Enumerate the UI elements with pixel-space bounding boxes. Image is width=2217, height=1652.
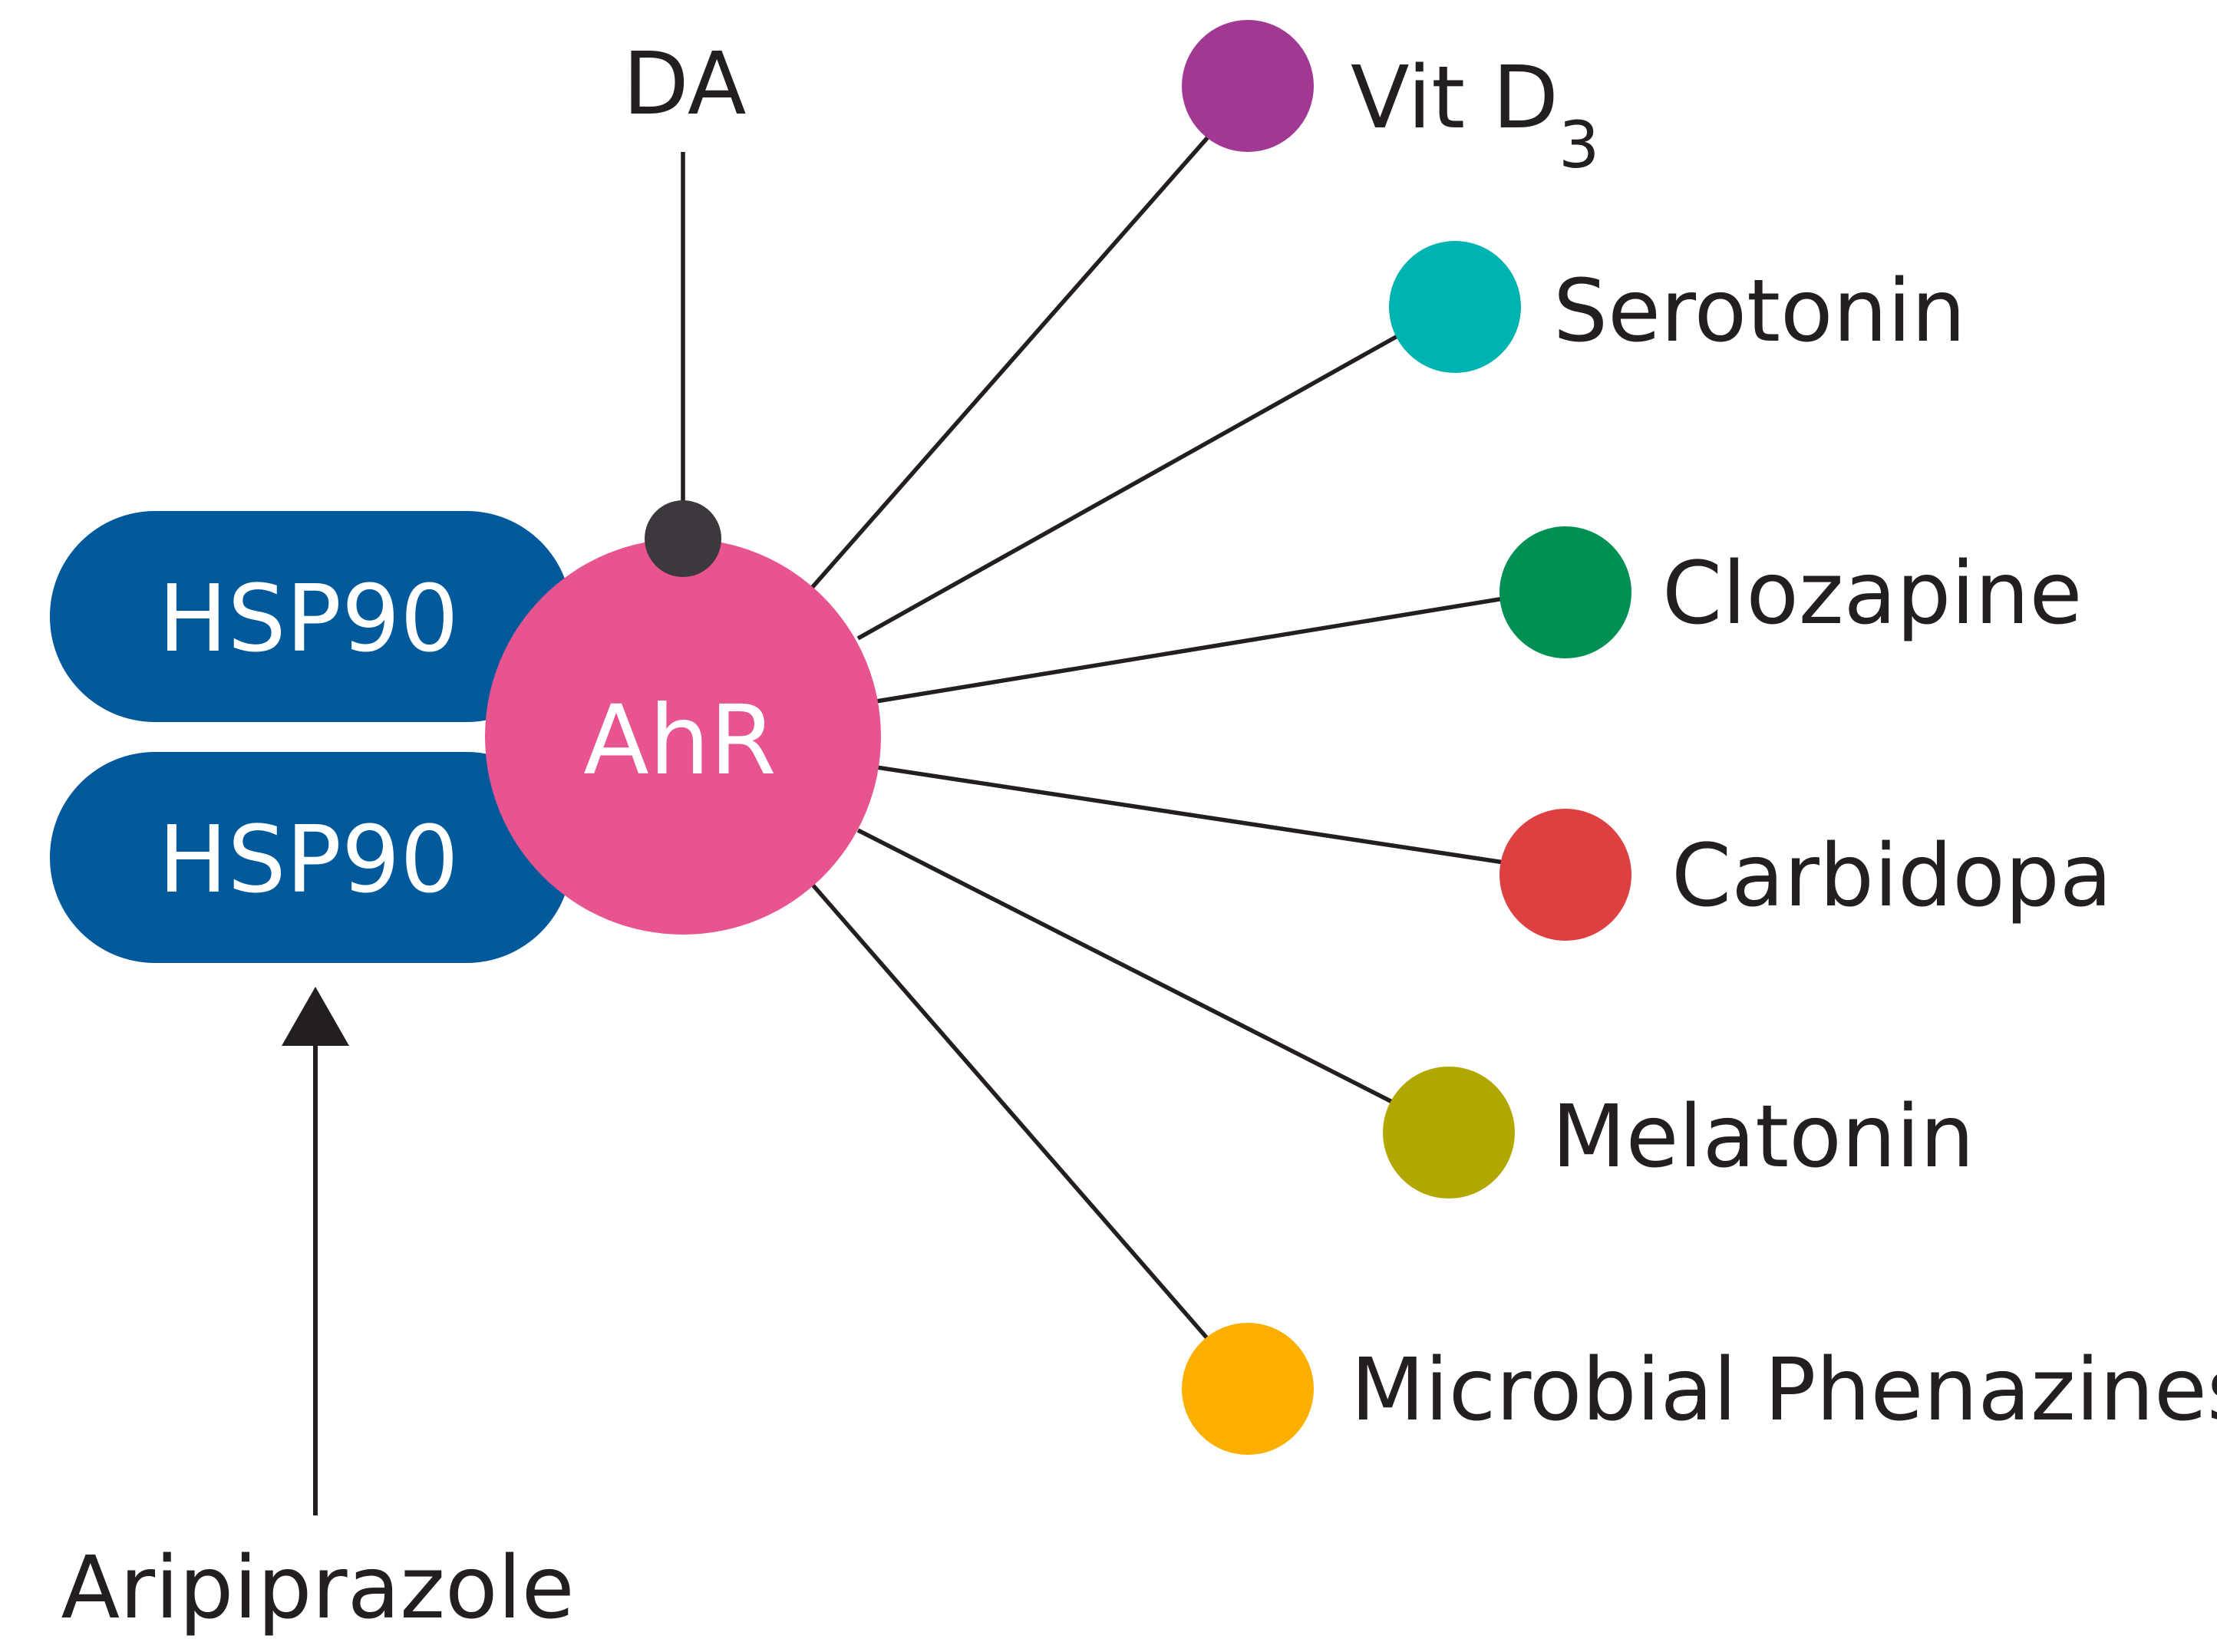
ahr-label: AhR: [583, 685, 777, 796]
ligand-dot-melatonin: [1383, 1067, 1515, 1199]
ligand-label-vitd3-main: Vit D: [1351, 48, 1559, 148]
hsp90-label-top: HSP90: [158, 566, 458, 673]
ligand-dot-microbial-phenazines: [1182, 1323, 1314, 1455]
connector-line-vitd3: [810, 130, 1215, 589]
ligand-connectors: [810, 130, 1505, 1346]
connector-line-carbidopa: [876, 765, 1505, 865]
ligand-dot-vitd3: [1182, 20, 1314, 152]
hsp90-pill-top: [50, 511, 572, 722]
aripiprazole-arrowhead: [282, 987, 349, 1046]
ligand-label-microbial-phenazines: Microbial Phenazines: [1351, 1340, 2217, 1440]
ligand-label-melatonin: Melatonin: [1552, 1087, 1975, 1187]
ligand-label-carbidopa: Carbidopa: [1671, 826, 2112, 926]
aripiprazole-arrow: [282, 987, 349, 1515]
ligand-dot-serotonin: [1389, 241, 1521, 373]
ligand-label-serotonin: Serotonin: [1553, 262, 1966, 361]
ligand-label-clozapine: Clozapine: [1662, 544, 2082, 644]
connector-line-melatonin: [856, 828, 1394, 1104]
hsp90-label-bottom: HSP90: [158, 807, 458, 914]
connector-line-clozapine: [876, 596, 1505, 704]
ligand-label-vitd3: Vit D3: [1351, 48, 1599, 183]
da-dot: [645, 500, 721, 577]
connector-line-serotonin: [856, 330, 1406, 641]
ligand-dot-clozapine: [1499, 526, 1631, 658]
aripiprazole-label: Aripiprazole: [61, 1538, 574, 1638]
ahr-node: [485, 539, 881, 935]
ligand-dot-carbidopa: [1499, 809, 1631, 941]
connector-line-microbial-phenazines: [810, 882, 1215, 1346]
hsp90-pill-bottom: [50, 752, 572, 963]
ligand-label-vitd3-subscript: 3: [1559, 107, 1599, 183]
da-label: DA: [623, 35, 747, 134]
